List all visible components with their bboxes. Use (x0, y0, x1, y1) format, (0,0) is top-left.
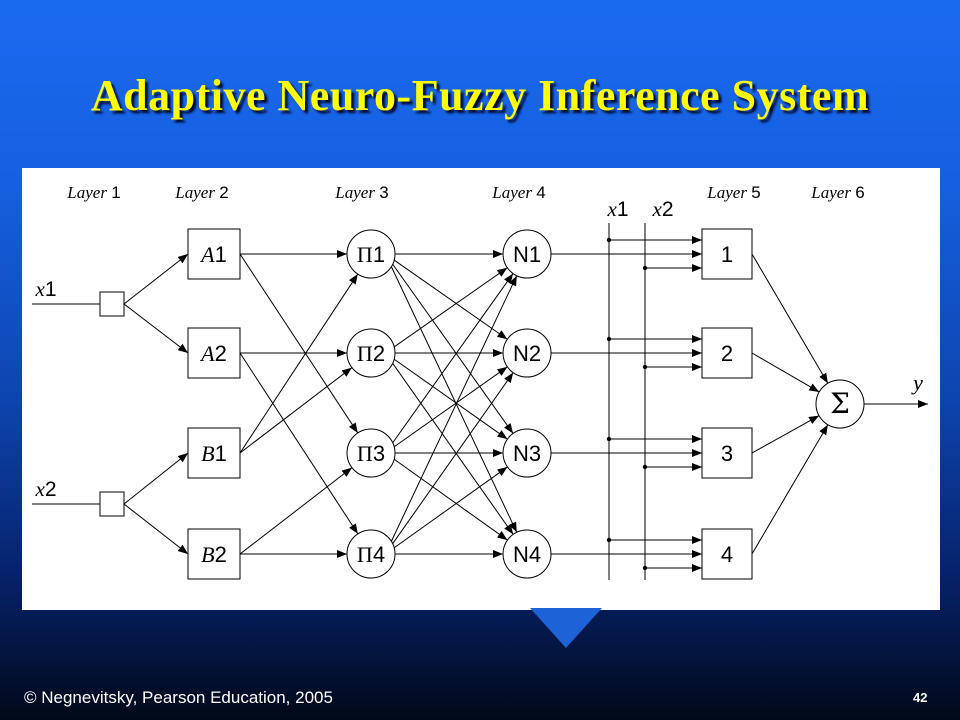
input-node-1 (99, 291, 125, 317)
page-number: 42 (913, 690, 928, 705)
membership-node-B2 (187, 528, 241, 580)
norm-node-1 (502, 229, 552, 279)
input-label-x2: x2 (34, 477, 56, 501)
edge-rule-to-norm (391, 457, 508, 541)
membership-label-B2: B2 (201, 542, 227, 567)
input-to-B2 (123, 503, 189, 555)
bus-junction-x2 (642, 464, 648, 470)
edge-rule-to-norm (391, 366, 508, 449)
rule-label-2: Π2 (357, 341, 385, 366)
edge-defuzz-to-sum (751, 424, 829, 555)
bus-label-x2: x2 (651, 197, 673, 221)
layer-2-label: Layer 2 (174, 183, 228, 202)
membership-label-A1: A1 (199, 242, 227, 267)
layer-5-label: Layer 5 (706, 183, 760, 202)
norm-node-2 (502, 328, 552, 378)
norm-node-4 (502, 529, 552, 579)
edge-membership-to-rule (239, 352, 359, 535)
input-to-A2 (123, 303, 189, 354)
edge-rule-to-norm (389, 372, 514, 548)
norm-label-4: N4 (513, 542, 541, 567)
anfis-network-svg: Layer 1 Layer 2 Layer 3 Layer 4 Layer 5 Layer… (32, 183, 928, 580)
defuzz-label-1: 1 (721, 242, 733, 267)
edge-rule-to-norm (389, 273, 514, 447)
rule-node-4 (346, 529, 396, 579)
membership-node-B1 (187, 427, 241, 479)
layer-3-label: Layer 3 (334, 183, 388, 202)
anfis-diagram: Layer 1 Layer 2 Layer 3 Layer 4 Layer 5 Layer… (22, 168, 940, 610)
bus-junction-x1 (606, 436, 612, 442)
bus-junction-x1 (606, 537, 612, 543)
edge-membership-to-rule (239, 253, 359, 434)
output-label-y: y (911, 370, 923, 395)
membership-node-A1 (187, 228, 241, 280)
defuzz-label-4: 4 (721, 542, 733, 567)
rule-node-2 (346, 328, 396, 378)
bus-junction-x1 (606, 237, 612, 243)
defuzz-node-4 (701, 528, 753, 580)
input-to-B1 (123, 452, 189, 505)
edge-rule-to-norm (391, 357, 508, 440)
norm-node-3 (502, 428, 552, 478)
membership-label-A2: A2 (199, 341, 227, 366)
rule-node-3 (346, 428, 396, 478)
edge-rule-to-norm (391, 466, 508, 550)
input-label-x1: x1 (34, 277, 56, 301)
rule-label-4: Π4 (357, 542, 385, 567)
edge-membership-to-rule (239, 467, 353, 555)
membership-label-B1: B1 (201, 441, 227, 466)
edge-rule-to-norm (391, 258, 508, 340)
edge-defuzz-to-sum (751, 415, 820, 454)
rule-label-3: Π3 (357, 441, 385, 466)
rule-label-1: Π1 (357, 242, 385, 267)
norm-label-1: N1 (513, 242, 541, 267)
edge-rule-to-norm (389, 260, 514, 434)
layer-6-label: Layer 6 (810, 183, 864, 202)
slide-title: Adaptive Neuro-Fuzzy Inference System (90, 71, 870, 120)
edge-defuzz-to-sum (751, 253, 829, 384)
defuzz-node-3 (701, 427, 753, 479)
edge-rule-to-norm (388, 275, 518, 547)
decorative-triangle (530, 608, 602, 648)
input-to-A1 (123, 253, 189, 305)
norm-label-2: N2 (513, 341, 541, 366)
summation-symbol: Σ (830, 387, 850, 420)
edge-defuzz-to-sum (751, 352, 820, 393)
rule-node-1 (346, 229, 396, 279)
defuzz-node-1 (701, 228, 753, 280)
bus-label-x1: x1 (606, 197, 628, 221)
bus-junction-x1 (606, 336, 612, 342)
footer-copyright: © Negnevitsky, Pearson Education, 2005 (24, 688, 333, 707)
edge-membership-to-rule (239, 367, 353, 454)
norm-label-3: N3 (513, 441, 541, 466)
edge-rule-to-norm (391, 267, 508, 349)
edge-membership-to-rule (239, 273, 359, 454)
defuzz-label-3: 3 (721, 441, 733, 466)
summation-node (815, 379, 865, 429)
defuzz-node-2 (701, 327, 753, 379)
membership-node-A2 (187, 327, 241, 379)
input-node-2 (99, 491, 125, 517)
layer-1-label: Layer 1 (66, 183, 120, 202)
bus-junction-x2 (642, 265, 648, 271)
bus-junction-x2 (642, 565, 648, 571)
bus-junction-x2 (642, 364, 648, 370)
edge-rule-to-norm (389, 359, 514, 535)
defuzz-label-2: 2 (721, 341, 733, 366)
layer-4-label: Layer 4 (491, 183, 545, 202)
edge-rule-to-norm (388, 261, 518, 533)
